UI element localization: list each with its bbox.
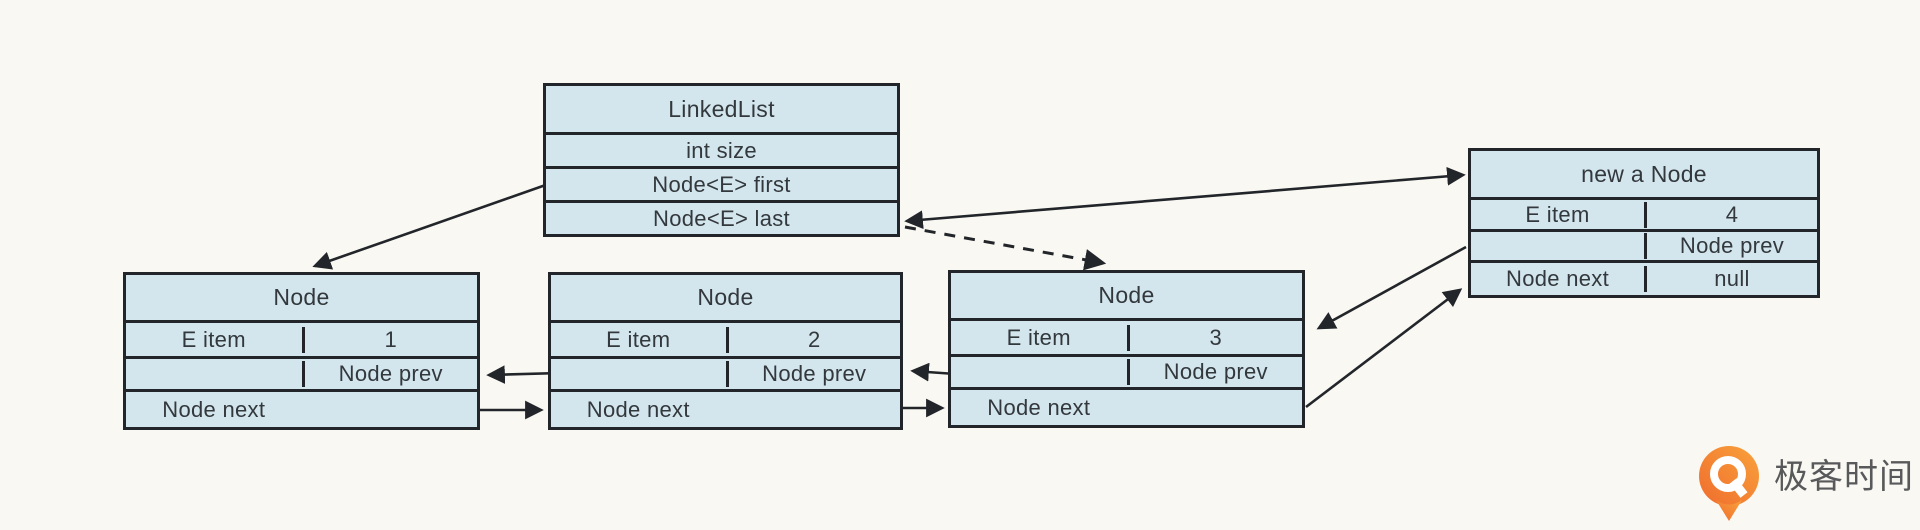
- linkedlist-field-size: int size: [546, 132, 897, 166]
- node1-item-label: E item: [181, 326, 246, 352]
- node1-item-value: 1: [301, 326, 478, 353]
- linkedlist-field-first: Node<E> first: [546, 166, 897, 200]
- node3-prev-label: Node prev: [1126, 359, 1303, 385]
- node1-prev-label: Node prev: [301, 361, 478, 387]
- node3-title: Node: [1098, 282, 1155, 308]
- node1-box: Node E item 1 Node prev Node next: [123, 272, 480, 430]
- new-node-prev-label: Node prev: [1644, 233, 1817, 259]
- arrow-node3-next-to-newnode: [1305, 288, 1463, 409]
- new-node-box: new a Node E item 4 Node prev Node next …: [1468, 148, 1820, 298]
- geektime-logo: 极客时间: [1697, 446, 1914, 522]
- arrow-last-to-node3-dashed: [904, 225, 1107, 271]
- new-node-title: new a Node: [1581, 160, 1707, 187]
- node1-next-label: Node next: [162, 396, 266, 422]
- arrow-last-to-new-node: [904, 166, 1466, 230]
- node2-prev-label: Node prev: [725, 361, 901, 387]
- new-node-item-value: 4: [1644, 201, 1817, 228]
- node2-item-label: E item: [606, 326, 671, 352]
- node2-next-label: Node next: [586, 396, 690, 422]
- node2-box: Node E item 2 Node prev Node next: [548, 272, 903, 430]
- linkedlist-title: LinkedList: [668, 95, 775, 122]
- arrow-first-to-node1: [312, 179, 558, 270]
- geektime-logo-text: 极客时间: [1774, 458, 1914, 496]
- linkedlist-field-last: Node<E> last: [546, 200, 897, 234]
- node3-box: Node E item 3 Node prev Node next: [948, 270, 1305, 428]
- node3-item-value: 3: [1126, 324, 1303, 351]
- node3-item-label: E item: [1006, 324, 1071, 350]
- geektime-logo-icon: [1699, 446, 1759, 521]
- linkedlist-box: LinkedList int size Node<E> first Node<E…: [543, 83, 900, 237]
- new-node-next-label: Node next: [1506, 266, 1609, 291]
- node1-title: Node: [273, 284, 330, 310]
- node2-title: Node: [697, 284, 754, 310]
- node3-next-label: Node next: [987, 394, 1091, 420]
- new-node-next-value: null: [1644, 266, 1817, 292]
- new-node-item-label: E item: [1525, 201, 1590, 227]
- node2-item-value: 2: [725, 326, 901, 353]
- arrow-newnode-prev-to-node3: [1316, 245, 1467, 330]
